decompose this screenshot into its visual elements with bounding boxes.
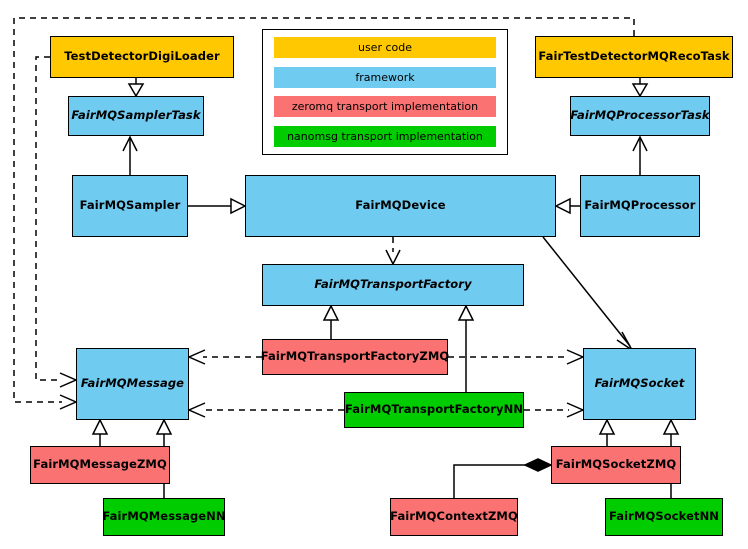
class-node-fairmqprocessortask[interactable]: FairMQProcessorTask xyxy=(570,96,710,136)
class-node-fairmqcontextzmq[interactable]: FairMQContextZMQ xyxy=(390,498,518,536)
class-node-fairmqsocketnn[interactable]: FairMQSocketNN xyxy=(605,498,723,536)
edge-tfzmq-message xyxy=(187,349,262,365)
class-node-testdetectordigiloader[interactable]: TestDetectorDigiLoader xyxy=(50,36,234,78)
class-node-fairmqsampler[interactable]: FairMQSampler xyxy=(72,175,188,237)
edge-socketzmq-socket xyxy=(598,418,616,446)
class-node-fairmqmessagenn[interactable]: FairMQMessageNN xyxy=(102,498,226,536)
class-node-fairtestdetectormqrecotask[interactable]: FairTestDetectorMQRecoTask xyxy=(535,36,733,78)
legend-box: user code framework zeromq transport imp… xyxy=(262,29,508,155)
edge-sampler-device xyxy=(188,197,247,215)
edge-tfnn-message xyxy=(187,402,344,418)
class-node-fairmqsocket[interactable]: FairMQSocket xyxy=(583,348,696,420)
class-node-fairmqtransportfactorynn[interactable]: FairMQTransportFactoryNN xyxy=(344,392,524,428)
class-node-fairmqtransportfactory[interactable]: FairMQTransportFactory xyxy=(262,264,524,306)
edge-processor-device xyxy=(554,197,580,215)
legend-item-zeromq: zeromq transport implementation xyxy=(274,96,496,118)
class-node-fairmqmessage[interactable]: FairMQMessage xyxy=(76,348,189,420)
legend-item-user: user code xyxy=(274,37,496,58)
edge-tfnn-transportfactory xyxy=(457,304,475,392)
edge-contextzmq-socketzmq xyxy=(453,458,553,498)
edge-device-transportfactory xyxy=(385,237,401,266)
edge-sampler-samplertask xyxy=(122,135,138,175)
edge-processor-processortask xyxy=(632,135,648,175)
edge-tfzmq-socket xyxy=(448,349,585,365)
class-node-fairmqdevice[interactable]: FairMQDevice xyxy=(245,175,556,237)
class-node-fairmqsocketzmq[interactable]: FairMQSocketZMQ xyxy=(551,446,681,484)
edge-tfzmq-transportfactory xyxy=(322,304,340,339)
class-node-fairmqmessagezmq[interactable]: FairMQMessageZMQ xyxy=(30,446,170,484)
class-node-fairmqprocessor[interactable]: FairMQProcessor xyxy=(580,175,700,237)
edge-messagezmq-message xyxy=(91,418,109,446)
class-node-fairmqsamplertask[interactable]: FairMQSamplerTask xyxy=(68,96,204,136)
edge-digiloader-samplertask xyxy=(127,78,145,98)
edge-tfnn-socket xyxy=(524,402,585,418)
edge-device-socket xyxy=(542,236,633,351)
edge-recotask-processortask xyxy=(631,78,649,98)
class-node-fairmqtransportfactoryzmq[interactable]: FairMQTransportFactoryZMQ xyxy=(261,339,449,375)
legend-item-nanomsg: nanomsg transport implementation xyxy=(274,125,496,147)
legend-item-framework: framework xyxy=(274,66,496,88)
